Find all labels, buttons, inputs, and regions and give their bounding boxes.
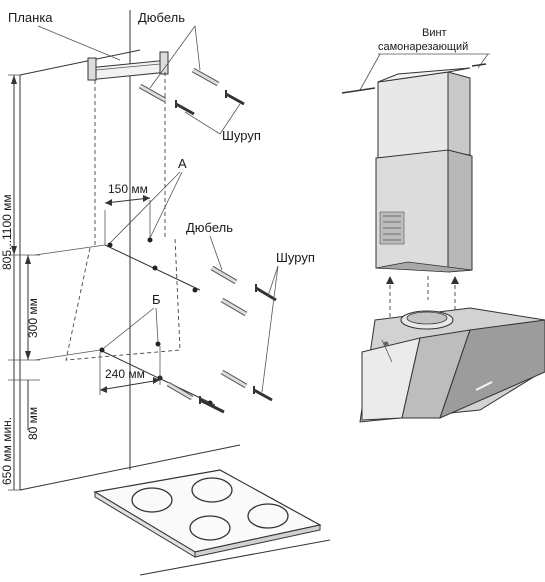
dim-300: 300 мм: [26, 298, 40, 338]
cooktop: [93, 469, 322, 558]
dim-height-range: 805...1100 мм: [0, 194, 14, 270]
label-screw-mid: Шуруп: [276, 250, 315, 265]
dim-240-text: 240 мм: [105, 367, 145, 381]
label-dowel-mid: Дюбель: [186, 220, 233, 235]
dimension-150: 150 мм: [104, 182, 151, 206]
mounting-bracket: [87, 51, 169, 81]
dimension-240: 240 мм: [99, 346, 161, 395]
assembly-arrows: [386, 276, 459, 318]
label-screw-top: Шуруп: [222, 128, 261, 143]
chimney-lower: [375, 149, 473, 273]
label-bracket: Планка: [8, 10, 53, 25]
dim-150-text: 150 мм: [108, 182, 148, 196]
label-point-b: Б: [152, 292, 161, 307]
top-screws: [175, 90, 245, 116]
middle-screws: [255, 284, 277, 302]
label-screw-line1: Винт: [422, 27, 447, 39]
level-a: [34, 200, 201, 293]
lower-dowels: [166, 369, 248, 401]
hood-body: [359, 307, 545, 423]
chimney-upper: [341, 63, 487, 161]
dim-650-min: 650 мм мин.: [0, 417, 14, 485]
label-screw-line2: самонарезающий: [378, 41, 468, 53]
dim-80: 80 мм: [26, 407, 40, 440]
wall-outline: [19, 10, 331, 576]
vertical-dimensions: [8, 74, 40, 491]
label-dowel-top: Дюбель: [138, 10, 185, 25]
label-point-a: А: [178, 156, 187, 171]
top-dowels: [138, 67, 220, 103]
lower-screws: [199, 386, 273, 414]
hood-outline-dashed: [65, 72, 181, 361]
middle-dowels: [210, 265, 248, 317]
